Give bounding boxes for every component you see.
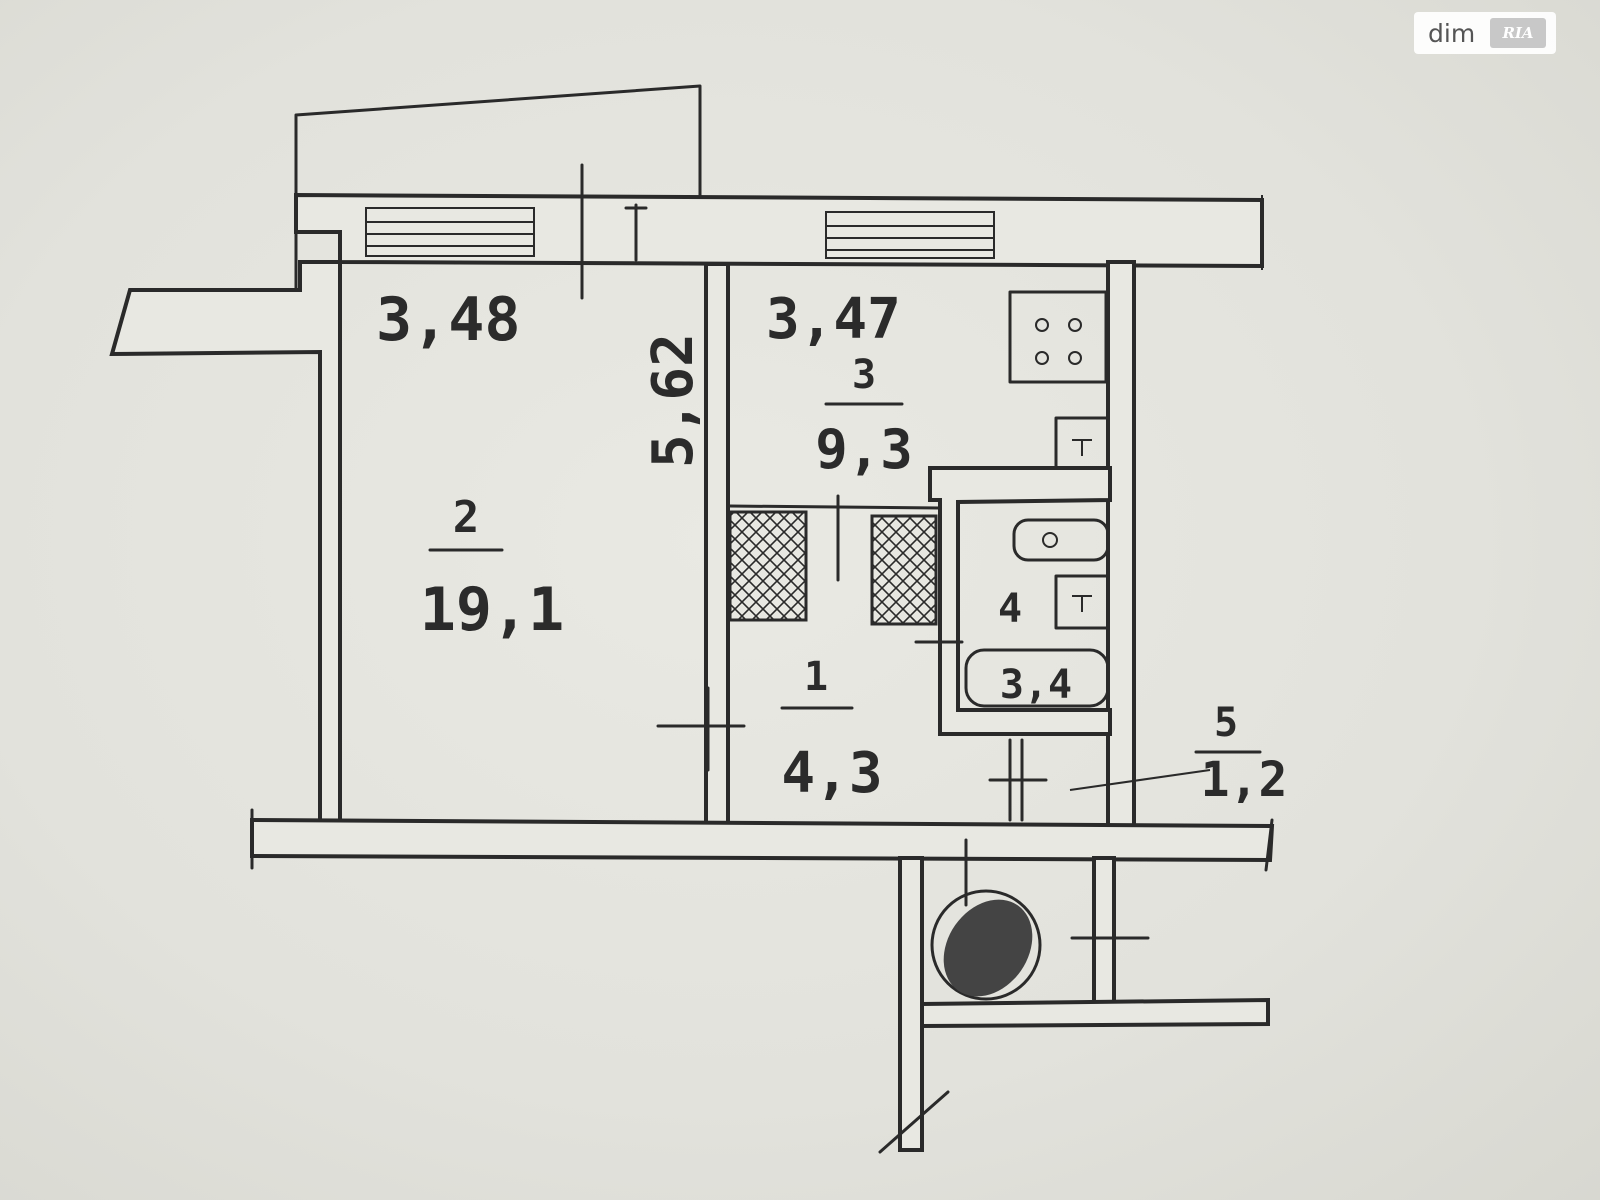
ria-logo-icon: RIA bbox=[1490, 18, 1546, 48]
kitchen-sink-icon bbox=[1054, 416, 1110, 472]
window-right bbox=[825, 211, 995, 259]
closet-top-rail bbox=[728, 504, 942, 518]
bathroom-walls bbox=[928, 466, 1112, 736]
leader-line-room-5 bbox=[1069, 769, 1211, 791]
bottom-exterior-wall bbox=[250, 817, 1275, 863]
closet-left bbox=[728, 510, 808, 622]
room-4-area: 3,4 bbox=[1000, 662, 1072, 708]
right-exterior-wall bbox=[1106, 260, 1136, 830]
trash-chute-icon bbox=[930, 889, 1042, 1001]
room-5-area: 1,2 bbox=[1201, 752, 1288, 808]
door-room-2 bbox=[656, 686, 746, 772]
stove-icon bbox=[1008, 290, 1108, 384]
room-2-area: 19,1 bbox=[420, 575, 565, 645]
dimension-room-2-length: 5,62 bbox=[641, 333, 706, 468]
left-exterior-wall bbox=[109, 260, 342, 832]
washbasin-icon bbox=[1012, 518, 1110, 562]
balcony-door-mark bbox=[580, 163, 648, 300]
room-3-number: 3 bbox=[852, 352, 876, 398]
room-2-number: 2 bbox=[453, 492, 480, 543]
dim-ria-watermark: dim RIA bbox=[1414, 12, 1556, 54]
stairwell bbox=[878, 838, 1270, 1154]
dimension-room-2-width: 3,48 bbox=[376, 285, 521, 355]
room-5-number: 5 bbox=[1214, 700, 1238, 746]
room-3-area: 9,3 bbox=[815, 418, 913, 481]
bathtub-icon bbox=[964, 648, 1110, 708]
window-left bbox=[365, 207, 535, 257]
room-4-number: 4 bbox=[998, 586, 1022, 632]
watermark-brand: dim bbox=[1428, 18, 1476, 48]
closet-right bbox=[870, 514, 938, 626]
door-toilet bbox=[988, 738, 1048, 822]
dimension-room-3-width: 3,47 bbox=[766, 287, 901, 352]
room-1-number: 1 bbox=[804, 654, 828, 700]
room-1-area: 4,3 bbox=[781, 741, 882, 806]
toilet-icon bbox=[1054, 574, 1110, 630]
